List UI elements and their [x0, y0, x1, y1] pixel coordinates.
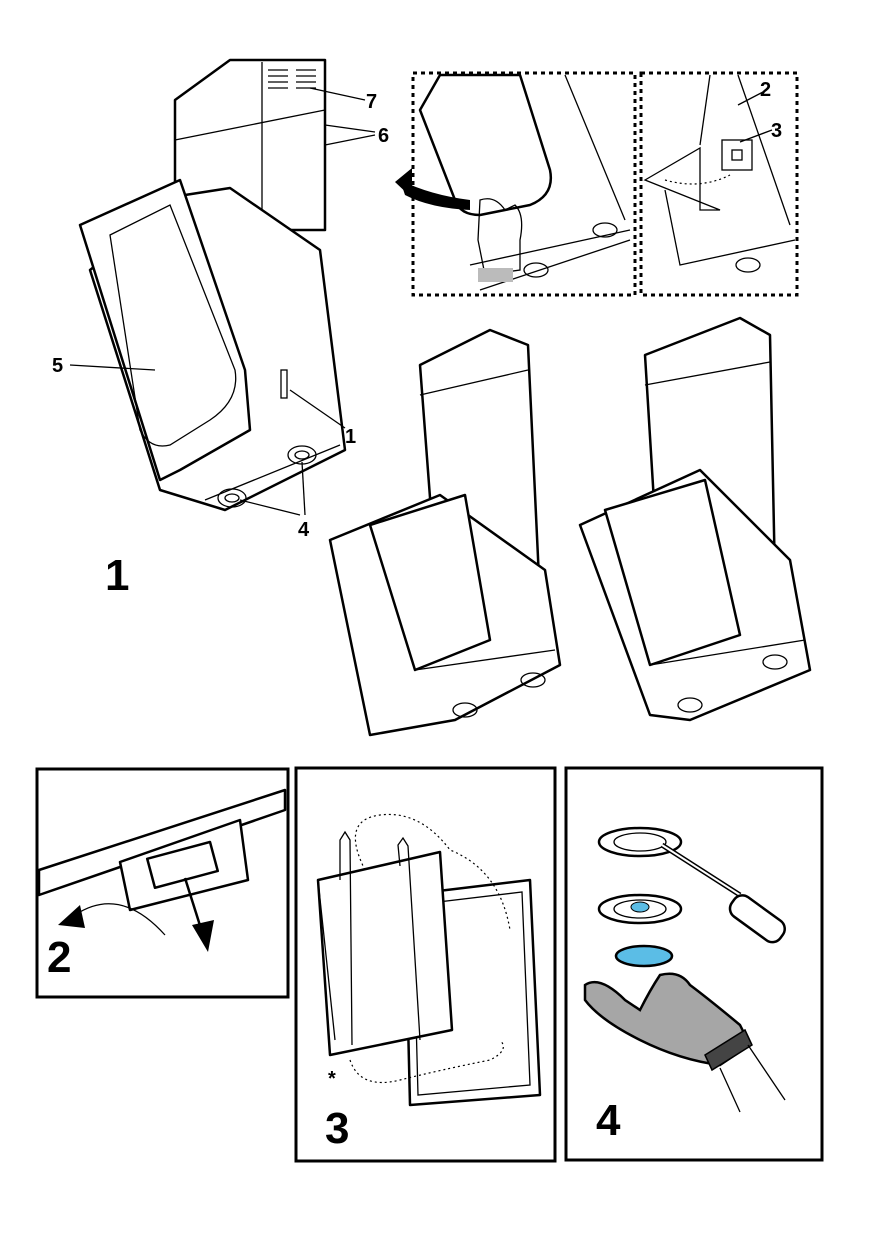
- callout-4: 4: [298, 519, 310, 541]
- hood-variant-right: [578, 316, 812, 722]
- callout-6: 6: [378, 125, 389, 147]
- gloved-hand-icon: [583, 972, 786, 1113]
- screwdriver-icon: [660, 842, 786, 944]
- detail-open-panel: [395, 71, 637, 297]
- callout-7: 7: [366, 91, 377, 113]
- callout-2: 2: [760, 79, 771, 101]
- hood-main-illustration: [78, 58, 347, 512]
- callout-lines: [69, 87, 376, 516]
- figure-4-title: 4: [596, 1096, 621, 1145]
- callout-3: 3: [771, 120, 782, 142]
- arrow-down-icon: [192, 920, 214, 952]
- arrow-lift-icon: [400, 180, 470, 210]
- detail-filter-latch: [639, 71, 799, 297]
- grease-filter-disc: [614, 944, 674, 968]
- figure-2-panel: [35, 767, 290, 999]
- figure-3-title: 3: [325, 1104, 349, 1153]
- callout-5: 5: [52, 355, 63, 377]
- callout-1: 1: [345, 426, 356, 448]
- asterisk-mark: *: [328, 1068, 336, 1090]
- arrow-rotate-icon: [58, 905, 85, 928]
- figure-3-panel: [294, 766, 557, 1163]
- figure-1-title: 1: [105, 551, 129, 600]
- hood-variant-left: [328, 328, 562, 737]
- figure-2-title: 2: [47, 933, 71, 982]
- figure-4-panel: [564, 766, 824, 1162]
